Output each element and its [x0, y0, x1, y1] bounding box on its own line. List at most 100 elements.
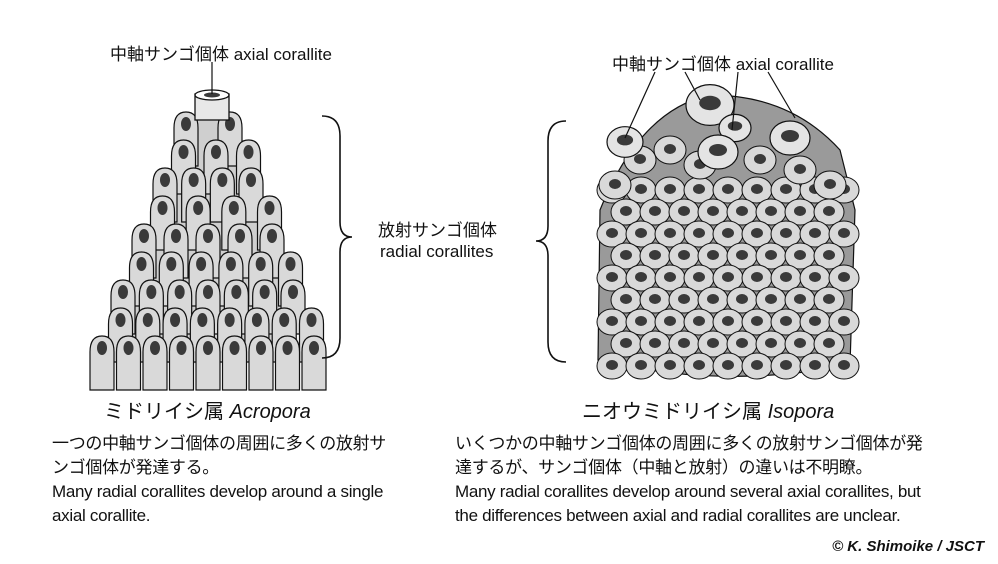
corallite-opening [115, 313, 126, 327]
desc-line: the differences between axial and radial… [455, 506, 901, 525]
radial-corallite [115, 335, 142, 391]
corallite-opening [693, 360, 705, 370]
corallite-opening [838, 360, 850, 370]
corallite-opening [780, 360, 792, 370]
corallite-opening [722, 184, 734, 194]
corallite-opening [217, 173, 228, 187]
radial-corallite [596, 264, 628, 292]
corallite-opening [823, 250, 835, 260]
corallite-opening [736, 338, 748, 348]
radial-corallite [683, 264, 715, 292]
radial-corallite [654, 308, 686, 336]
corallite-opening [780, 184, 792, 194]
corallite-opening [751, 360, 763, 370]
isopora-axial-label: 中軸サンゴ個体 axial corallite [612, 55, 834, 74]
radial-corallite [697, 330, 729, 358]
corallite-opening [838, 228, 850, 238]
corallite-opening [606, 360, 618, 370]
corallite-opening [823, 206, 835, 216]
corallite-opening [736, 206, 748, 216]
corallite-opening [664, 184, 676, 194]
desc-line: いくつかの中軸サンゴ個体の周囲に多くの放射サンゴ個体が発 [455, 434, 923, 453]
corallite-opening [282, 341, 293, 355]
radial-corallite [784, 330, 816, 358]
corallite-opening [722, 316, 734, 326]
corallite-opening [649, 338, 661, 348]
radial-corallite [784, 242, 816, 270]
corallite-opening [620, 206, 632, 216]
radial-corallite [726, 198, 758, 226]
corallite-opening [174, 285, 185, 299]
isopora-genus-name: ニオウミドリイシ属 Isopora [582, 395, 834, 424]
corallite-opening [678, 250, 690, 260]
corallite-opening [606, 272, 618, 282]
corallite-opening [224, 313, 235, 327]
corallite-opening [251, 313, 262, 327]
corallite-opening [664, 316, 676, 326]
corallite-opening [809, 228, 821, 238]
corallite-opening [285, 257, 296, 271]
corallite-opening [203, 285, 213, 299]
corallite-opening [809, 272, 821, 282]
corallite-opening [188, 173, 199, 187]
radial-corallite [726, 242, 758, 270]
desc-line: Many radial corallites develop around se… [455, 482, 921, 501]
corallite-opening [160, 173, 170, 187]
corallite-opening [606, 228, 618, 238]
radial-corallite [770, 264, 802, 292]
axial-corallite [697, 134, 739, 170]
corallite-opening [288, 285, 298, 299]
acropora-illustration [89, 89, 327, 391]
corallite-opening [838, 272, 850, 282]
radial-corallite [221, 335, 248, 391]
corallite-opening [722, 228, 734, 238]
corallite-opening [722, 272, 734, 282]
corallite-opening [707, 294, 719, 304]
radial-corallite [610, 242, 642, 270]
genus-latin: Isopora [767, 401, 835, 423]
corallite-opening [157, 201, 168, 215]
corallite-opening [97, 341, 107, 355]
radial-corallite [142, 335, 168, 391]
corallite-opening [150, 341, 160, 355]
corallite-opening [118, 285, 128, 299]
acropora-genus-name: ミドリイシ属 Acropora [104, 395, 311, 424]
radial-corallite [639, 286, 671, 314]
corallite-opening [256, 341, 266, 355]
radial-label-en: radial corallites [380, 242, 494, 261]
corallite-opening [765, 250, 777, 260]
corallite-opening [693, 228, 705, 238]
corallite-opening [171, 229, 181, 243]
radial-corallite [89, 335, 115, 391]
corallite-opening [693, 272, 705, 282]
radial-corallite [741, 308, 773, 336]
corallite-opening [736, 250, 748, 260]
acropora-axial-label: 中軸サンゴ個体 axial corallite [110, 45, 332, 64]
corallite-opening [203, 341, 213, 355]
radial-corallite [813, 242, 845, 270]
radial-corallite [726, 286, 758, 314]
corallite-opening [635, 184, 647, 194]
radial-corallite [610, 198, 642, 226]
corallite-opening [809, 316, 821, 326]
radial-corallite [639, 198, 671, 226]
corallite-opening [751, 316, 763, 326]
corallite-opening [664, 272, 676, 282]
corallite-opening [751, 184, 763, 194]
radial-corallite [770, 352, 802, 380]
corallite-opening [264, 201, 275, 215]
axial-corallite [606, 126, 644, 158]
corallite-opening [664, 360, 676, 370]
axial-corallite [769, 120, 811, 156]
corallite-opening [649, 294, 661, 304]
radial-corallite [755, 330, 787, 358]
corallite-opening [635, 272, 647, 282]
radial-corallite [625, 308, 657, 336]
axial-corallite [194, 89, 230, 121]
radial-corallite [828, 352, 860, 380]
radial-corallite [828, 220, 860, 248]
radial-corallite [799, 220, 831, 248]
radial-corallite [301, 335, 327, 391]
corallite-opening [193, 201, 204, 215]
